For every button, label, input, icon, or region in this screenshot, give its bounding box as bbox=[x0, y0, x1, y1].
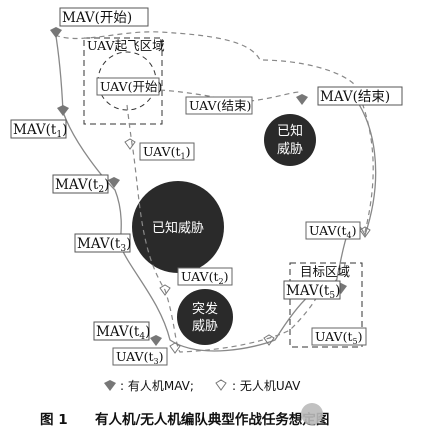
label-mav-t3: MAV(t3) bbox=[77, 236, 131, 254]
sudden-threat-line1: 突发 bbox=[192, 301, 218, 317]
sudden-threat-line2: 威胁 bbox=[192, 319, 218, 334]
known-threat-large-label: 已知威胁 bbox=[152, 220, 204, 236]
watermark-text: 电子发烧友 bbox=[328, 407, 393, 423]
known-threat-small-line1: 已知 bbox=[277, 123, 303, 139]
uav-marker-icon bbox=[124, 138, 371, 354]
label-uav-start: UAV(开始) bbox=[100, 79, 162, 94]
label-uav-t4: UAV(t4) bbox=[309, 223, 356, 240]
label-mav-t5: MAV(t5) bbox=[286, 283, 340, 301]
label-mav-t1: MAV(t1) bbox=[13, 122, 67, 140]
known-threat-small-line2: 威胁 bbox=[277, 142, 303, 157]
uav-takeoff-area-box bbox=[83, 37, 163, 125]
uav-return-path bbox=[159, 89, 301, 103]
legend-mav-icon bbox=[104, 380, 116, 391]
legend-uav-text: : 无人机UAV bbox=[232, 379, 301, 393]
legend-uav-icon bbox=[215, 379, 227, 391]
known-threat-large bbox=[132, 181, 224, 273]
label-uav-t2: UAV(t2) bbox=[181, 269, 228, 286]
sudden-threat bbox=[177, 289, 233, 345]
watermark: 电子发烧友 bbox=[301, 403, 393, 425]
legend: : 有人机MAV; : 无人机UAV bbox=[104, 379, 301, 393]
label-uav-t3: UAV(t3) bbox=[116, 349, 163, 366]
label-uav-t1: UAV(t1) bbox=[143, 144, 190, 161]
label-mav-t4: MAV(t4) bbox=[96, 324, 150, 342]
label-mav-t2: MAV(t2) bbox=[55, 177, 109, 195]
known-threat-small bbox=[264, 114, 316, 166]
figure-caption: 有人机/无人机编队典型作战任务想定图 bbox=[95, 411, 329, 428]
uav-path-lower bbox=[126, 104, 346, 353]
label-uav-end: UAV(结束) bbox=[189, 98, 251, 113]
label-mav-start: MAV(开始) bbox=[62, 10, 132, 26]
mav-path bbox=[54, 29, 377, 352]
label-uav-t5: UAV(t5) bbox=[315, 329, 362, 346]
figure-number: 图 1 bbox=[40, 412, 68, 428]
label-mav-end: MAV(结束) bbox=[320, 89, 390, 105]
uav-path bbox=[54, 31, 374, 233]
legend-mav-text: : 有人机MAV; bbox=[120, 379, 194, 393]
label-target-area: 目标区域 bbox=[300, 264, 350, 279]
watermark-logo-icon bbox=[301, 403, 323, 425]
label-uav-takeoff-area: UAV起飞区域 bbox=[87, 38, 165, 53]
target-area-box bbox=[289, 262, 363, 348]
